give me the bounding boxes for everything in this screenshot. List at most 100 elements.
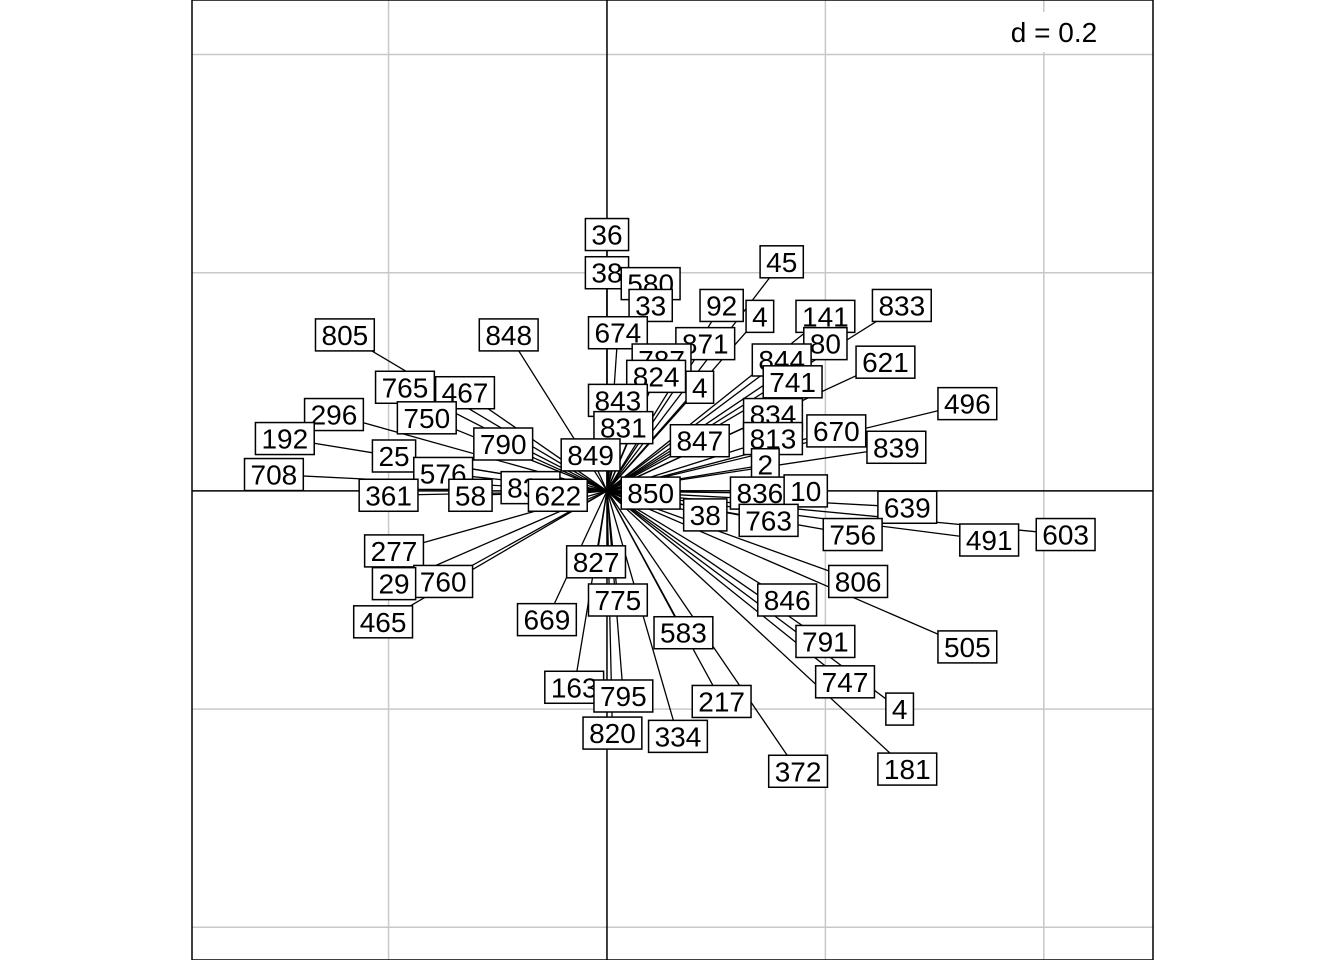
point-label-text: 29 [378, 569, 409, 600]
point-label-box [827, 564, 889, 599]
point-label: 58 [448, 478, 493, 513]
point-label-text: 791 [802, 626, 849, 657]
point-label-text: 827 [573, 547, 620, 578]
point-label-text: 4 [752, 301, 768, 332]
point-label-box [669, 423, 730, 458]
point-label: 181 [877, 752, 938, 786]
point-label: 846 [757, 583, 818, 617]
point-label-box [565, 545, 627, 579]
point-label-box [620, 476, 681, 510]
point-label-box [806, 414, 867, 448]
point-label-box [682, 498, 728, 532]
point-label: 850 [620, 476, 681, 510]
vector-arrow [606, 490, 967, 647]
point-label: 583 [653, 615, 714, 650]
point-label-text: 639 [884, 492, 931, 523]
point-label-text: 833 [878, 290, 925, 321]
point-label: 795 [593, 679, 654, 713]
point-label-box [738, 503, 799, 538]
point-label-box [363, 534, 425, 568]
point-label-box [767, 754, 829, 789]
point-label: 839 [866, 430, 927, 465]
point-label: 760 [413, 564, 474, 599]
point-label-text: 806 [835, 566, 882, 597]
point-label-box [371, 439, 417, 473]
point-label: 806 [827, 564, 889, 599]
point-label-box [560, 438, 621, 472]
plot-panel-border [191, 0, 1154, 960]
point-label: 756 [822, 517, 883, 552]
point-label-text: 669 [524, 605, 571, 636]
point-label: 465 [352, 605, 414, 639]
point-label-box [795, 624, 856, 659]
point-label-box [582, 716, 643, 750]
point-label-box [745, 299, 775, 334]
point-label-text: 372 [775, 756, 822, 787]
vector-arrow [606, 490, 722, 702]
point-label-text: 741 [769, 367, 816, 398]
point-label-box [413, 564, 474, 599]
point-label-box [371, 566, 417, 601]
point-label-box [699, 288, 744, 323]
point-label: 847 [669, 423, 730, 458]
point-label: 4 [885, 692, 915, 726]
point-label-text: 192 [261, 424, 308, 455]
point-label-box [352, 605, 414, 639]
point-label-text: 846 [764, 585, 811, 616]
point-label-box [750, 447, 780, 482]
point-label-box [937, 630, 998, 664]
point-label: 45 [759, 245, 805, 279]
point-label-box [877, 490, 938, 525]
vector-arrow [383, 490, 608, 622]
point-label-box [584, 217, 630, 252]
point-label-text: 849 [567, 440, 614, 471]
point-label-text: 45 [766, 247, 797, 278]
point-label: 38 [682, 498, 728, 532]
point-label-text: 583 [660, 618, 707, 649]
point-label-text: 708 [251, 460, 298, 491]
point-label-box [473, 427, 534, 461]
point-label-text: 670 [813, 416, 860, 447]
point-label-text: 790 [480, 429, 527, 460]
point-label: 827 [565, 545, 627, 579]
point-label: 4 [745, 299, 775, 334]
point-label-box [691, 684, 752, 719]
point-label-box [814, 665, 876, 699]
point-label: 622 [527, 478, 588, 513]
point-label: 790 [473, 427, 534, 461]
point-label-text: 58 [455, 480, 486, 511]
point-label-text: 850 [627, 478, 674, 509]
point-label-box [593, 679, 654, 713]
point-label-text: 4 [892, 694, 908, 725]
point-label-text: 80 [810, 329, 841, 360]
point-label-text: 92 [706, 290, 737, 321]
point-label: 505 [937, 630, 998, 664]
point-label: 775 [587, 583, 649, 617]
point-label-text: 775 [595, 585, 642, 616]
point-label-box [783, 474, 829, 508]
point-label-box [254, 421, 315, 456]
point-label-text: 750 [403, 403, 450, 434]
point-label-text: 839 [873, 432, 920, 463]
point-label: 831 [593, 410, 654, 445]
point-label-box [647, 719, 709, 754]
point-label: 217 [691, 684, 752, 719]
point-label-box [757, 583, 818, 617]
point-label-box [866, 430, 927, 465]
point-label: 496 [937, 386, 998, 421]
point-label-box [871, 288, 932, 323]
point-label: 10 [783, 474, 829, 508]
point-label-text: 747 [822, 667, 869, 698]
point-label-box [937, 386, 998, 421]
point-label-text: 820 [589, 718, 636, 749]
point-label-text: 334 [655, 721, 702, 752]
point-label-text: 765 [382, 372, 429, 403]
point-label: 848 [478, 318, 539, 352]
point-label: 741 [762, 365, 823, 399]
point-label-box [653, 615, 714, 650]
point-label-text: 621 [862, 347, 909, 378]
point-label: 750 [396, 401, 457, 435]
point-label: 491 [959, 523, 1020, 557]
point-label-box [478, 318, 539, 352]
point-label-text: 217 [698, 686, 745, 717]
